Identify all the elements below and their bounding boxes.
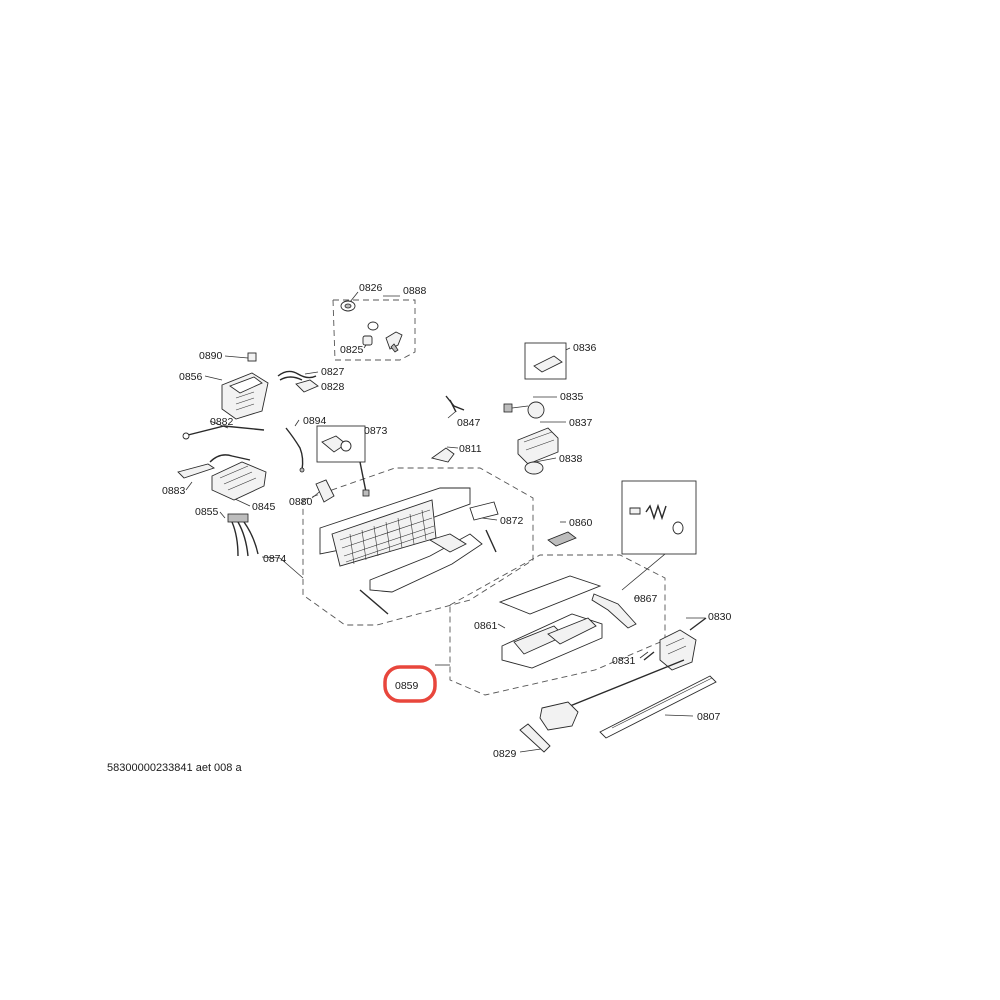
- drawing-id: 58300000233841 aet 008 a: [107, 762, 242, 774]
- label-0860: 0860: [569, 517, 593, 529]
- part-0890-fitting: [247, 352, 257, 362]
- part-0828-connector: [295, 379, 319, 393]
- group-outline-0874: [302, 467, 534, 626]
- part-0829-lever: [519, 723, 551, 753]
- part-0811-bracket: [430, 447, 455, 463]
- label-0827: 0827: [321, 366, 345, 378]
- part-0880-bracket: [315, 479, 335, 503]
- part-0827-hose: [277, 370, 317, 381]
- part-0867-spring-detail: [591, 480, 697, 629]
- part-0845-pump-block: [209, 454, 267, 501]
- label-0874: 0874: [263, 553, 287, 565]
- label-0837: 0837: [569, 417, 593, 429]
- part-0882-tube: [182, 425, 265, 440]
- label-0835: 0835: [560, 391, 584, 403]
- part-0856-pump-housing: [221, 372, 269, 420]
- label-0811: 0811: [459, 443, 482, 455]
- label-0861: 0861: [474, 620, 498, 632]
- highlight-0859-ring: [383, 665, 437, 703]
- part-0825-nut: [362, 335, 373, 346]
- part-0874-base-tray: [319, 487, 497, 615]
- label-0859: 0859: [395, 680, 419, 692]
- label-0830: 0830: [708, 611, 732, 623]
- part-0872-strip: [469, 501, 499, 521]
- label-0890: 0890: [199, 350, 223, 362]
- part-0894-sensor-wire: [285, 427, 305, 473]
- label-0872: 0872: [500, 515, 524, 527]
- part-0855-wire-harness: [227, 513, 259, 557]
- label-0856: 0856: [179, 371, 203, 383]
- label-0826: 0826: [359, 282, 383, 294]
- label-0855: 0855: [195, 506, 219, 518]
- label-0828: 0828: [321, 381, 345, 393]
- label-0888: 0888: [403, 285, 427, 297]
- part-0830-latch: [659, 617, 707, 671]
- part-0873-valve: [316, 425, 370, 497]
- part-0883-lever: [177, 463, 216, 479]
- part-number-labels: 0826 0888 0825 0890 0827 0856 0828 0836 …: [162, 282, 732, 760]
- label-0847: 0847: [457, 417, 481, 429]
- leader-lines: [185, 291, 705, 753]
- label-0873: 0873: [364, 425, 388, 437]
- part-0835-motor: [503, 401, 545, 419]
- label-0807: 0807: [697, 711, 721, 723]
- part-0807-rail: [599, 675, 717, 739]
- label-0845: 0845: [252, 501, 276, 513]
- label-0882: 0882: [210, 416, 234, 428]
- part-0831-pin: [643, 651, 655, 661]
- part-0888-valve: [367, 321, 403, 353]
- part-0838-cap: [524, 461, 544, 475]
- label-0829: 0829: [493, 748, 517, 760]
- part-rod-assembly: [539, 659, 685, 731]
- label-0825: 0825: [340, 344, 364, 356]
- label-0894: 0894: [303, 415, 327, 427]
- label-0831: 0831: [612, 655, 636, 667]
- label-0867: 0867: [634, 593, 658, 605]
- part-0837-gearbox: [517, 427, 559, 465]
- part-0861-container: [498, 575, 603, 669]
- part-0836-frame: [524, 342, 567, 380]
- part-0826-seal: [340, 300, 356, 312]
- label-0883: 0883: [162, 485, 186, 497]
- part-0860-pad: [547, 531, 577, 547]
- label-0836: 0836: [573, 342, 597, 354]
- part-0847-hose-clip: [445, 395, 465, 413]
- group-outline-0888: [332, 299, 416, 361]
- label-0880: 0880: [289, 496, 313, 508]
- label-0838: 0838: [559, 453, 583, 465]
